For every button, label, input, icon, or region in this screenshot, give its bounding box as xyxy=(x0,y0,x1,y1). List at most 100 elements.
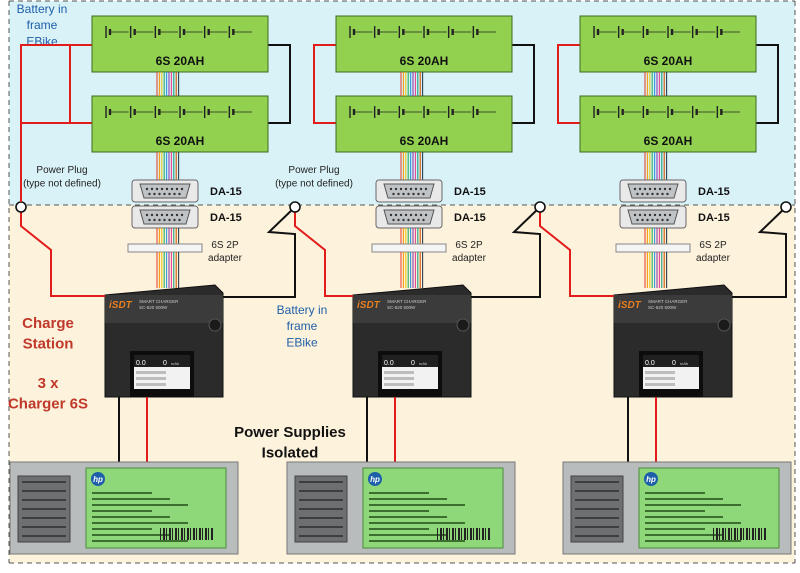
battery-cell-icon xyxy=(593,26,617,38)
screen-voltage: 0.0 xyxy=(645,360,655,367)
connector-label: DA-15 xyxy=(210,186,242,198)
battery-pack: 6S 20AH xyxy=(335,15,513,73)
screen-unit: mAh xyxy=(171,361,179,366)
battery-cell-icon xyxy=(129,26,154,38)
power-supply: hp xyxy=(562,461,792,555)
adapter-board xyxy=(371,243,447,253)
connector-label: DA-15 xyxy=(210,212,242,224)
battery-pack: 6S 20AH xyxy=(91,95,269,153)
battery-cell-icon xyxy=(154,106,178,118)
psu-brand-logo: hp xyxy=(646,475,656,484)
battery-cell-icon xyxy=(667,26,691,38)
charger-knob[interactable] xyxy=(717,318,731,332)
plug-ring-icon xyxy=(15,201,27,213)
battery-cell-icon xyxy=(203,26,228,38)
wire-ribbon xyxy=(400,72,424,96)
battery-pack-label: 6S 20AH xyxy=(644,134,693,148)
battery-pack: 6S 20AH xyxy=(579,15,757,73)
db15-connector-icon xyxy=(375,179,443,203)
battery-cell-icon xyxy=(423,26,447,38)
plug-ring-icon xyxy=(289,201,301,213)
db15-connector-icon xyxy=(131,179,199,203)
battery-pack-label: 6S 20AH xyxy=(400,54,449,68)
plug-ring-icon xyxy=(534,201,546,213)
wire-ribbon xyxy=(156,228,180,246)
screen-current: 0 xyxy=(163,360,167,367)
db15-connector-icon xyxy=(619,205,687,229)
wire-ribbon xyxy=(644,228,668,246)
battery-pack: 6S 20AH xyxy=(335,95,513,153)
wire-ribbon xyxy=(156,72,180,96)
db15-connector-icon xyxy=(131,205,199,229)
charger-knob[interactable] xyxy=(456,318,470,332)
connector-label: DA-15 xyxy=(454,212,486,224)
battery-pack-label: 6S 20AH xyxy=(400,134,449,148)
battery-cell-icon xyxy=(691,26,716,38)
battery-cell-icon xyxy=(129,106,154,118)
fan-grille-icon xyxy=(570,475,624,543)
wire-ribbon xyxy=(400,252,424,288)
battery-cell-icon xyxy=(203,106,228,118)
battery-pack: 6S 20AH xyxy=(579,95,757,153)
adapter-board xyxy=(127,243,203,253)
battery-cell-icon xyxy=(691,106,716,118)
battery-pack-label: 6S 20AH xyxy=(156,54,205,68)
battery-cell-icon xyxy=(617,106,642,118)
battery-cell-icon xyxy=(154,26,178,38)
charger-brand: iSDT xyxy=(618,300,642,311)
battery-cell-icon xyxy=(228,106,252,118)
screen-voltage: 0.0 xyxy=(136,360,146,367)
fan-grille-icon xyxy=(294,475,348,543)
charger-knob[interactable] xyxy=(208,318,222,332)
battery-cell-icon xyxy=(398,26,422,38)
wire-ribbon xyxy=(156,252,180,288)
battery-pack-label: 6S 20AH xyxy=(156,134,205,148)
connector-label: DA-15 xyxy=(698,186,730,198)
battery-cell-icon xyxy=(716,106,740,118)
screen-unit: mAh xyxy=(680,361,688,366)
db15-connector-icon xyxy=(375,205,443,229)
wire-ribbon xyxy=(644,152,668,180)
battery-cell-icon xyxy=(472,106,496,118)
battery-pack: 6S 20AH xyxy=(91,15,269,73)
psu-brand-logo: hp xyxy=(93,475,103,484)
battery-cell-icon xyxy=(617,26,642,38)
battery-cell-icon xyxy=(105,26,129,38)
battery-cell-icon xyxy=(228,26,252,38)
power-supply: hp xyxy=(286,461,516,555)
wire-ribbon xyxy=(400,152,424,180)
wire-ribbon xyxy=(644,252,668,288)
adapter-board xyxy=(615,243,691,253)
psu-brand-logo: hp xyxy=(370,475,380,484)
battery-cell-icon xyxy=(447,26,472,38)
wire-ribbon xyxy=(400,228,424,246)
battery-pack-label: 6S 20AH xyxy=(644,54,693,68)
screen-unit: mAh xyxy=(419,361,427,366)
battery-cell-icon xyxy=(423,106,447,118)
screen-current: 0 xyxy=(411,360,415,367)
screen-voltage: 0.0 xyxy=(384,360,394,367)
battery-cell-icon xyxy=(593,106,617,118)
charger-brand: iSDT xyxy=(357,300,381,311)
battery-cell-icon xyxy=(716,26,740,38)
battery-cell-icon xyxy=(447,106,472,118)
battery-cell-icon xyxy=(349,26,373,38)
fan-grille-icon xyxy=(17,475,71,543)
battery-cell-icon xyxy=(179,26,203,38)
battery-cell-icon xyxy=(349,106,373,118)
battery-cell-icon xyxy=(642,26,666,38)
battery-cell-icon xyxy=(472,26,496,38)
